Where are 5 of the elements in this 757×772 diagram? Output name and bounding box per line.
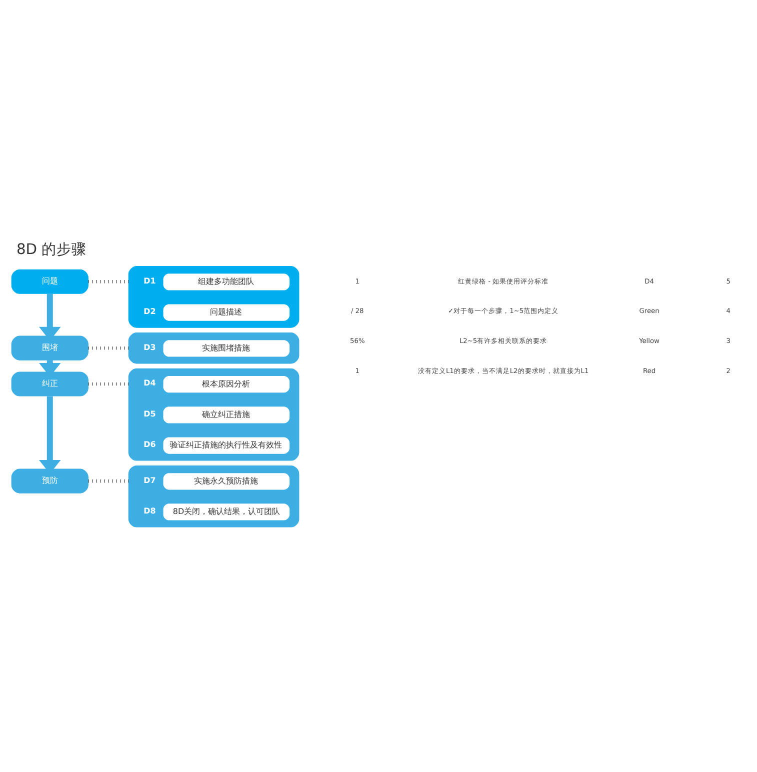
cluster [128, 266, 299, 328]
cluster [128, 465, 299, 528]
diagram-title: 8D 的步骤 [16, 241, 86, 258]
cluster [128, 368, 299, 461]
cluster [128, 332, 299, 364]
